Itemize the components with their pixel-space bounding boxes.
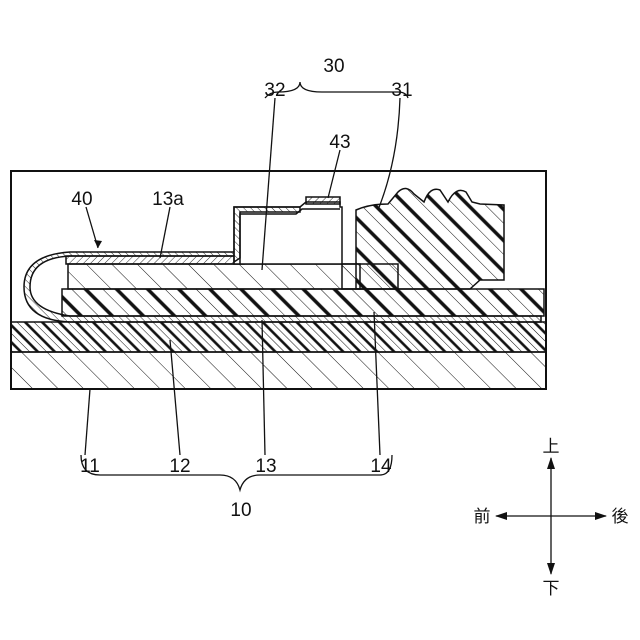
layer-12 bbox=[11, 322, 546, 352]
label-32: 32 bbox=[264, 80, 285, 101]
arrow-left-icon bbox=[495, 512, 507, 520]
label-13: 13 bbox=[255, 456, 276, 477]
boot-flange bbox=[342, 264, 360, 289]
label-12: 12 bbox=[169, 456, 190, 477]
brace-10 bbox=[81, 455, 392, 490]
label-down: 下 bbox=[543, 579, 560, 599]
label-up: 上 bbox=[543, 437, 560, 457]
arrow-up-icon bbox=[547, 457, 555, 469]
label-31: 31 bbox=[391, 80, 412, 101]
direction-indicator: 上 下 前 後 bbox=[474, 437, 629, 599]
label-40: 40 bbox=[71, 189, 92, 210]
brace-30 bbox=[265, 82, 408, 98]
leader-11 bbox=[85, 389, 90, 455]
label-10: 10 bbox=[230, 500, 251, 521]
layer-13a bbox=[66, 256, 244, 264]
label-11: 11 bbox=[80, 456, 100, 477]
label-30: 30 bbox=[323, 56, 344, 77]
arrow-right-icon bbox=[595, 512, 607, 520]
label-43: 43 bbox=[329, 132, 350, 153]
layer-11 bbox=[11, 352, 546, 389]
label-14: 14 bbox=[370, 456, 392, 477]
part-43 bbox=[306, 197, 340, 204]
label-13a: 13a bbox=[152, 189, 184, 210]
label-front: 前 bbox=[474, 507, 491, 527]
label-back: 後 bbox=[612, 507, 629, 527]
arrow-down-icon bbox=[547, 563, 555, 575]
layer-14 bbox=[62, 289, 544, 316]
